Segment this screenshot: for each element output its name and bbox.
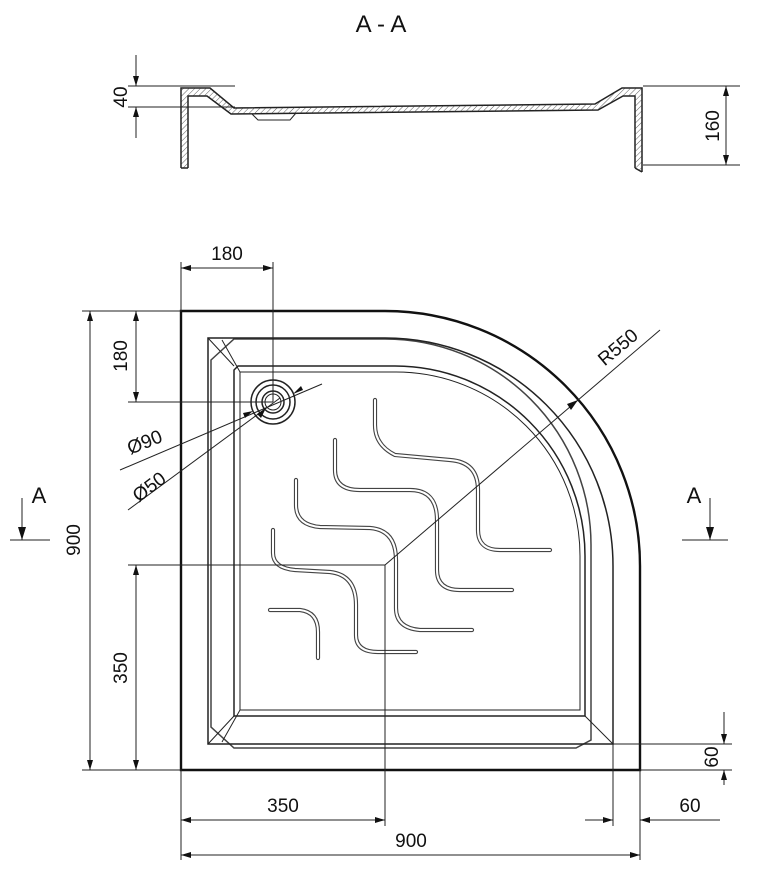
section-profile <box>180 87 643 173</box>
section-title: A - A <box>356 11 407 38</box>
tray-outline <box>179 309 642 772</box>
total-height-label: 160 <box>703 110 724 142</box>
side-offset-label: 60 <box>679 796 700 817</box>
dimension-center-x: 350 <box>180 770 385 860</box>
anti-slip-ribs <box>267 397 553 661</box>
center-lines <box>128 329 661 826</box>
center-x-label: 350 <box>267 796 299 817</box>
outer-diameter-label: Ø90 <box>124 426 165 459</box>
drain-x-label: 180 <box>211 244 243 265</box>
dimension-drain-y: 180 <box>111 310 273 403</box>
depth-label: 900 <box>64 524 85 556</box>
rim-height-label: 40 <box>111 86 132 107</box>
dimension-rim-height: 40 <box>111 55 235 138</box>
marker-right-label: A <box>687 483 702 508</box>
dimension-diameters: Ø90 Ø50 <box>119 383 323 511</box>
width-label: 900 <box>395 831 427 852</box>
inner-diameter-label: Ø50 <box>129 468 170 506</box>
dimension-total-height: 160 <box>643 85 740 166</box>
dimension-depth: 900 <box>64 310 181 771</box>
dimension-radius: R550 <box>567 325 643 410</box>
dimension-width: 900 <box>181 831 640 858</box>
dimension-bottom-offset: 60 <box>613 712 732 785</box>
section-marker-right: A <box>682 483 728 541</box>
section-marker-left: A <box>10 483 50 541</box>
bottom-offset-label: 60 <box>702 746 723 767</box>
dimension-center-y: 350 <box>111 565 139 770</box>
drain-y-label: 180 <box>111 340 132 372</box>
radius-label: R550 <box>594 325 642 370</box>
dimension-side-offset: 60 <box>585 744 720 860</box>
marker-left-label: A <box>32 483 47 508</box>
dimension-drain-x: 180 <box>180 244 274 402</box>
center-y-label: 350 <box>111 652 132 684</box>
